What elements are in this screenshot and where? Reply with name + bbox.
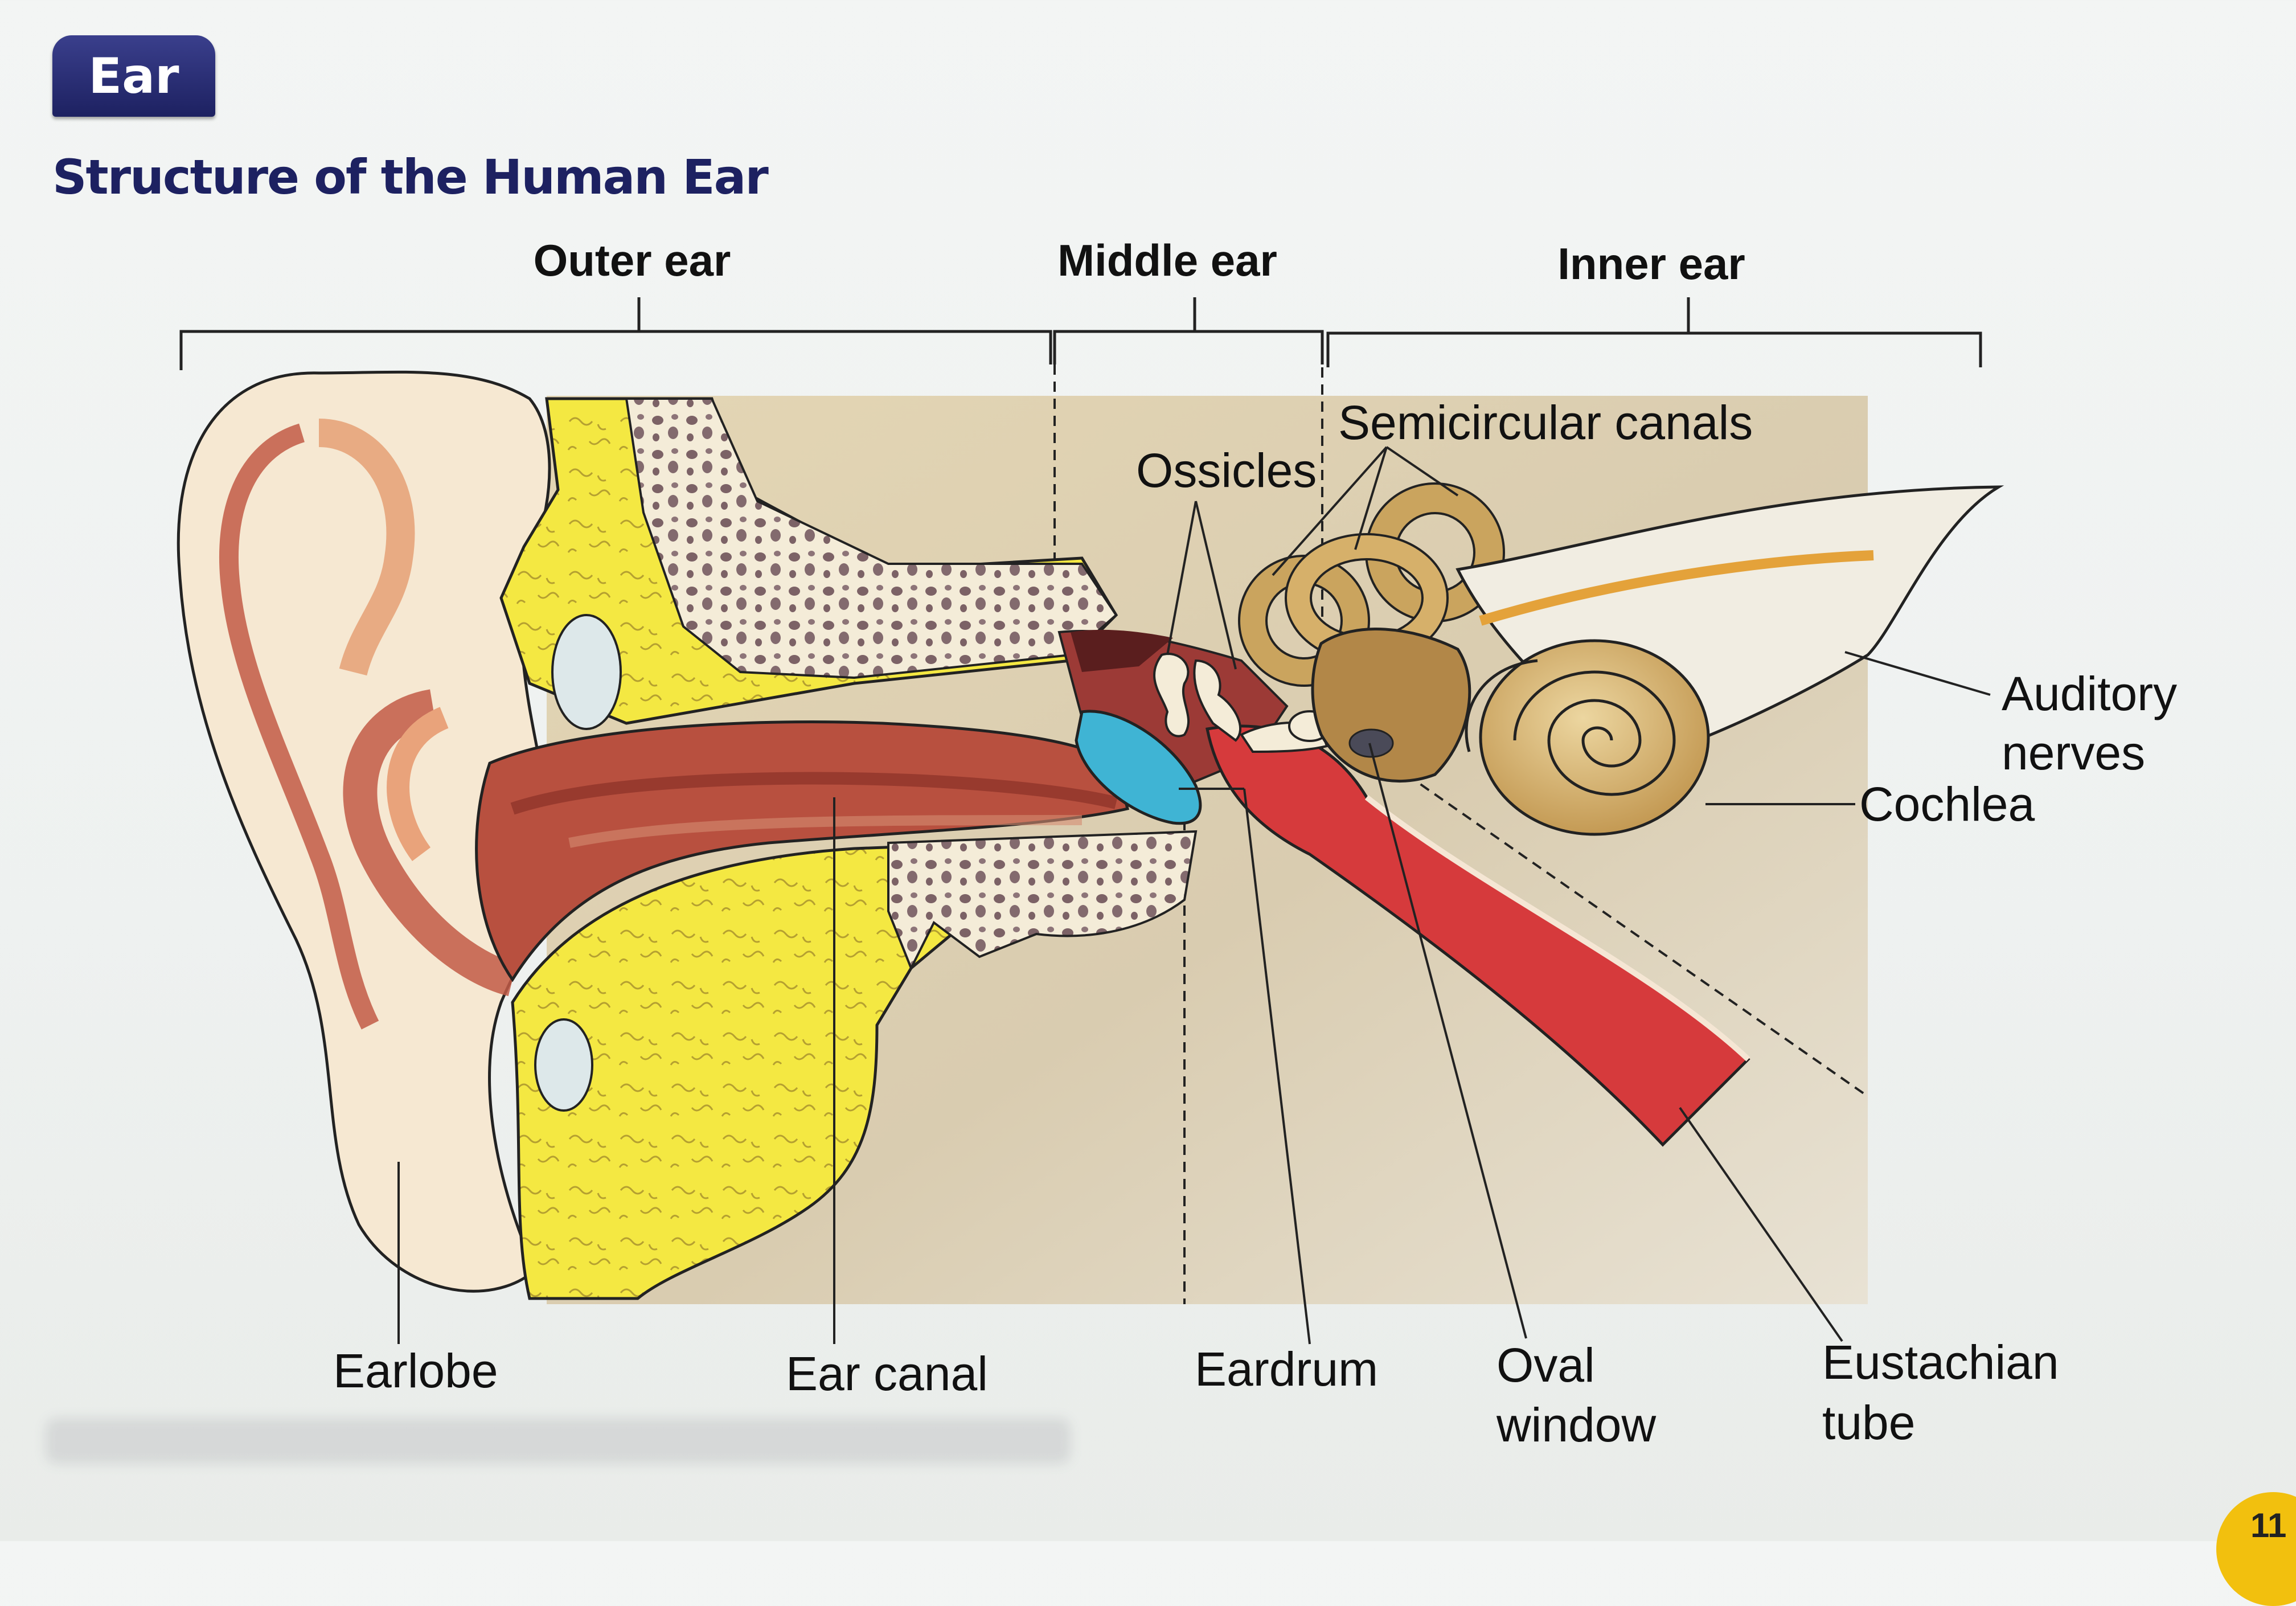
eardrum-shape <box>1075 710 1202 825</box>
label-auditory-nerves-line2: nerves <box>2002 726 2146 780</box>
upper-cavity <box>551 614 622 730</box>
bleed-through-text <box>46 1418 1071 1464</box>
chapter-badge-text: Ear <box>88 47 179 105</box>
section-label-outer-ear: Outer ear <box>533 235 731 285</box>
label-auditory-nerves-line1: Auditory <box>2002 667 2178 720</box>
section-label-inner-ear: Inner ear <box>1557 239 1745 289</box>
page-title: Structure of the Human Ear <box>52 149 769 205</box>
label-oval-window-line1: Oval <box>1496 1338 1595 1392</box>
page-number: 11 <box>2250 1506 2287 1544</box>
label-eustachian-line2: tube <box>1822 1396 1916 1449</box>
label-semicircular-canals: Semicircular canals <box>1338 396 1753 449</box>
label-eardrum: Eardrum <box>1195 1342 1379 1396</box>
section-label-middle-ear: Middle ear <box>1057 235 1277 285</box>
lower-bone <box>887 830 1198 971</box>
leader-lines <box>397 446 1991 1345</box>
label-oval-window-line2: window <box>1496 1398 1657 1452</box>
oval-window-shape <box>1348 728 1394 758</box>
chapter-badge: Ear <box>52 35 215 117</box>
lower-cavity <box>534 1018 593 1112</box>
label-eustachian-line1: Eustachian <box>1822 1335 2059 1389</box>
label-earlobe: Earlobe <box>333 1344 498 1398</box>
section-brackets <box>179 297 1982 370</box>
diagram-page: Ear Structure of the Human Ear <box>46 35 2296 1606</box>
label-ear-canal: Ear canal <box>786 1347 988 1400</box>
cochlea-shape <box>1465 639 1710 836</box>
lower-cartilage <box>511 841 1004 1300</box>
label-cochlea: Cochlea <box>1859 777 2035 831</box>
label-ossicles: Ossicles <box>1136 444 1317 497</box>
auditory-nerve-fiber <box>1479 550 1874 626</box>
